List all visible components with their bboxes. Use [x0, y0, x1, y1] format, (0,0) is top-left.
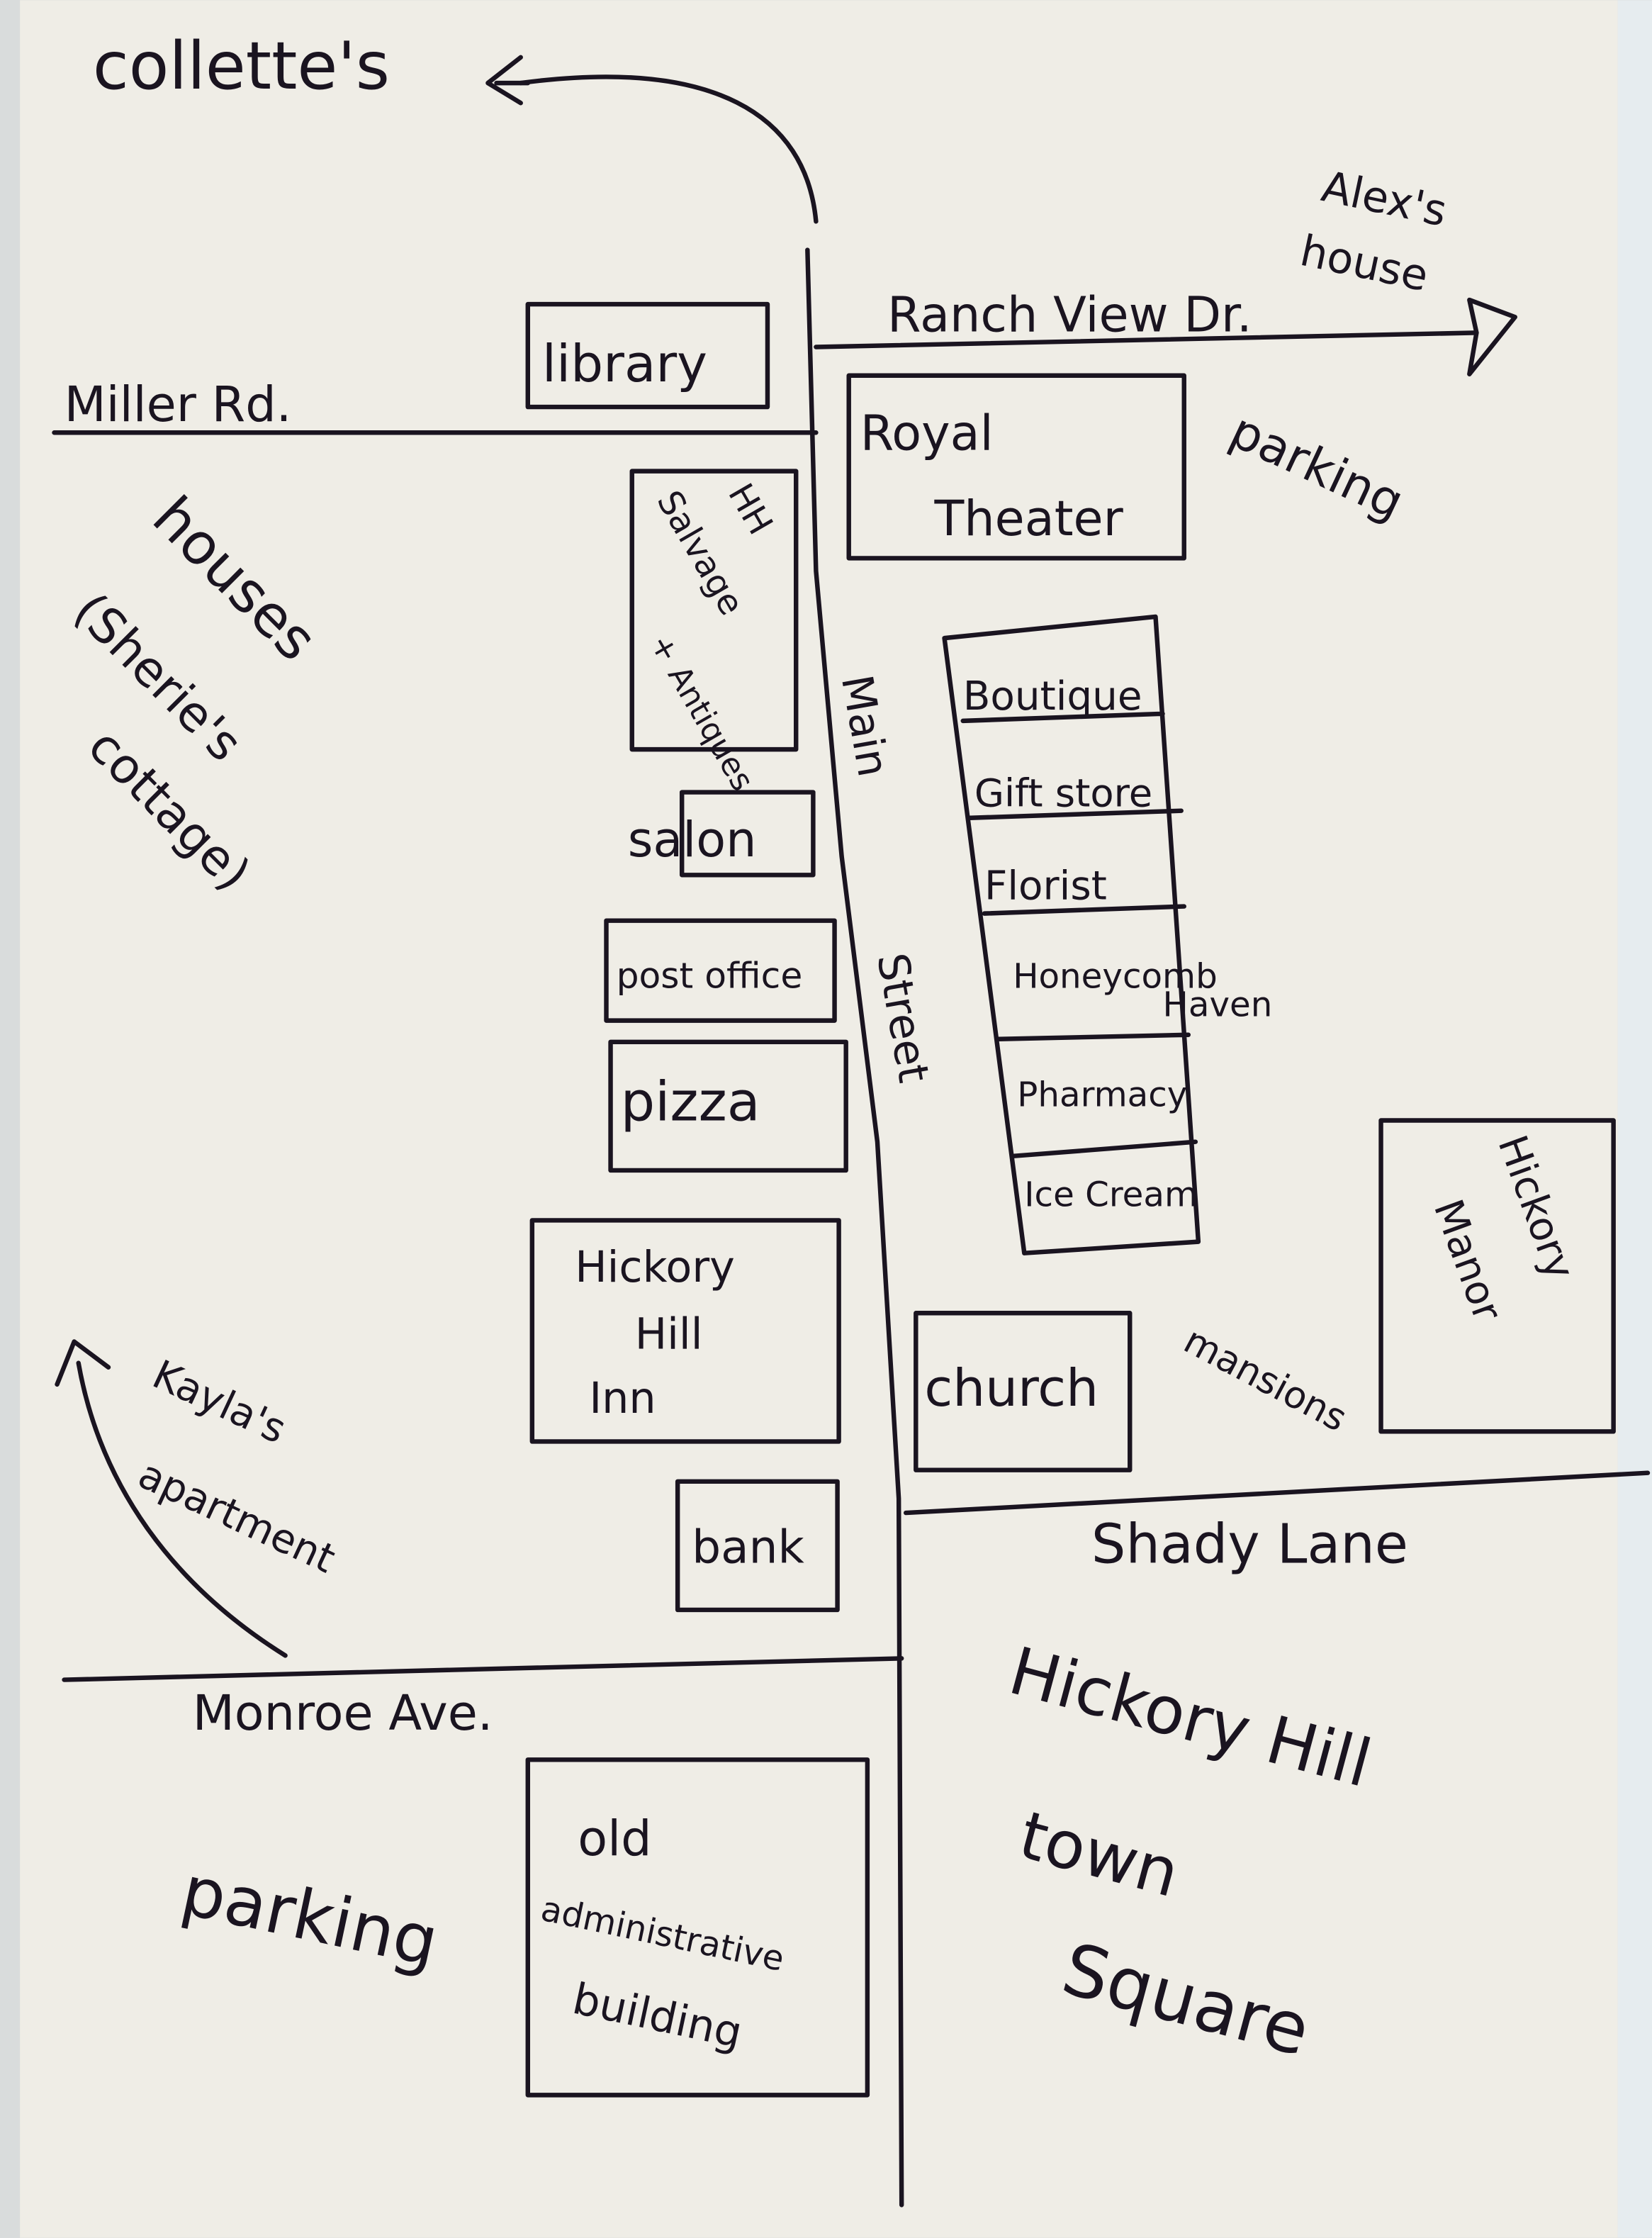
church-box — [914, 1311, 1133, 1472]
bank-label: bank — [692, 1521, 804, 1574]
arrow-to-kaylas-apartment-icon — [55, 1339, 111, 1387]
road-to-kaylas-apartment-line — [76, 1360, 288, 1658]
shady-lane-line — [904, 1470, 1651, 1516]
admin-building-box — [525, 1757, 870, 2098]
monroe-ave-line — [62, 1656, 904, 1682]
royal-theater-box — [846, 373, 1186, 561]
gift-store-label: Gift store — [974, 771, 1152, 816]
honeycomb-label-2: Haven — [1163, 985, 1273, 1025]
pizza-label: pizza — [621, 1071, 760, 1134]
miller-rd-label: Miller Rd. — [64, 376, 292, 433]
salon-label: salon — [628, 812, 757, 868]
royal-theater-label-1: Royal — [860, 405, 994, 461]
royal-theater-label-2: Theater — [933, 491, 1123, 547]
paper-sheet — [20, 0, 1618, 2238]
road-to-collettes-line — [518, 74, 819, 224]
ranch-view-dr-label: Ranch View Dr. — [887, 286, 1252, 343]
florist-label: Florist — [984, 863, 1107, 910]
church-label: church — [924, 1359, 1098, 1419]
arrow-to-collettes-icon — [485, 55, 531, 106]
inn-box — [529, 1218, 841, 1444]
salon-box — [679, 790, 816, 878]
collettes-label: collette's — [93, 28, 390, 104]
boutique-label: Boutique — [963, 673, 1142, 720]
honeycomb-label-1: Honeycomb — [1013, 956, 1218, 996]
ice-cream-label: Ice Cream — [1024, 1175, 1198, 1214]
hickory-manor-box — [1378, 1118, 1616, 1434]
post-office-label: post office — [617, 954, 803, 996]
arrow-to-alexs-house-icon — [1467, 297, 1517, 376]
shady-lane-label: Shady Lane — [1091, 1514, 1408, 1577]
main-street-line — [805, 247, 904, 2208]
inn-label-3: Inn — [589, 1374, 656, 1423]
library-label: library — [542, 335, 707, 394]
inn-label-1: Hickory — [575, 1243, 735, 1292]
pharmacy-label: Pharmacy — [1017, 1075, 1187, 1114]
admin-building-label-1: old — [578, 1811, 651, 1867]
bank-box — [675, 1479, 840, 1613]
shop-row-boxes — [942, 614, 1201, 1255]
salvage-antiques-box — [629, 469, 799, 752]
monroe-ave-label: Monroe Ave. — [193, 1685, 493, 1742]
ranch-view-dr-line — [814, 330, 1479, 349]
notebook-page-edge — [1617, 0, 1652, 2238]
post-office-box — [604, 918, 837, 1023]
library-box — [525, 301, 770, 410]
inn-label-2: Hill — [635, 1310, 703, 1360]
pizza-box — [608, 1039, 848, 1173]
